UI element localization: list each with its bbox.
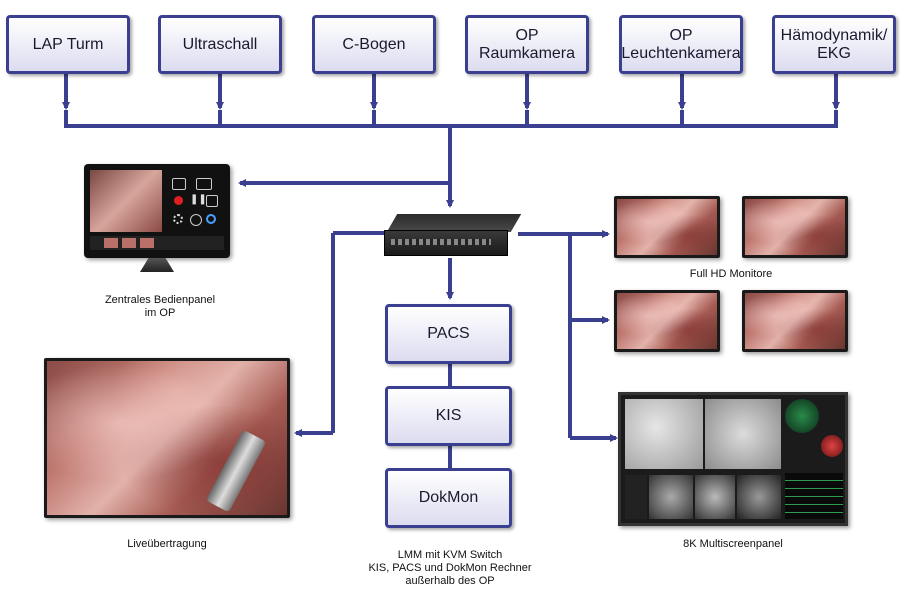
card-icon xyxy=(196,178,212,190)
control-panel-stand xyxy=(140,258,174,272)
system-pacs: PACS xyxy=(385,304,512,364)
echo-view-3 xyxy=(737,475,781,519)
echo-view-1 xyxy=(649,475,693,519)
angiography-view-2 xyxy=(705,399,781,469)
source-op-leuchtenkamera: OP Leuchtenkamera xyxy=(619,15,743,74)
full-hd-monitor-3 xyxy=(614,290,720,352)
camera-icon xyxy=(172,178,186,190)
full-hd-monitor-1 xyxy=(614,196,720,258)
full-hd-monitor-4 xyxy=(742,290,848,352)
live-monitor xyxy=(44,358,290,518)
source-lap-turm: LAP Turm xyxy=(6,15,130,74)
pause-icon: ❚❚ xyxy=(190,194,207,205)
ecg-strip xyxy=(625,475,647,519)
system-kis: KIS xyxy=(385,386,512,446)
record-icon xyxy=(174,196,183,205)
full-hd-monitor-2 xyxy=(742,196,848,258)
control-panel-monitor: ❚❚ xyxy=(84,164,230,258)
source-c-bogen: C-Bogen xyxy=(312,15,436,74)
vitals-view xyxy=(785,473,843,519)
gear-icon xyxy=(173,214,183,224)
kvm-switch-device xyxy=(384,214,522,256)
person-icon xyxy=(190,214,202,226)
system-dokmon: DokMon xyxy=(385,468,512,528)
echo-view-2 xyxy=(695,475,735,519)
multiscreen-panel xyxy=(618,392,848,526)
caption-live: Liveübertragung xyxy=(127,538,207,550)
source-op-raumkamera: OP Raumkamera xyxy=(465,15,589,74)
eye-scan-view xyxy=(785,399,819,433)
angiography-view-1 xyxy=(625,399,703,469)
source-haemodynamik-ekg: Hämodynamik/ EKG xyxy=(772,15,896,74)
caption-multiscreen: 8K Multiscreenpanel xyxy=(683,538,783,550)
power-icon xyxy=(206,214,216,224)
caption-control-panel: Zentrales Bedienpanel im OP xyxy=(104,294,216,319)
source-ultraschall: Ultraschall xyxy=(158,15,282,74)
heart-view xyxy=(821,435,843,457)
photo-icon xyxy=(206,195,218,207)
caption-lmm: LMM mit KVM Switch KIS, PACS und DokMon … xyxy=(368,549,532,587)
caption-full-hd: Full HD Monitore xyxy=(689,268,773,280)
